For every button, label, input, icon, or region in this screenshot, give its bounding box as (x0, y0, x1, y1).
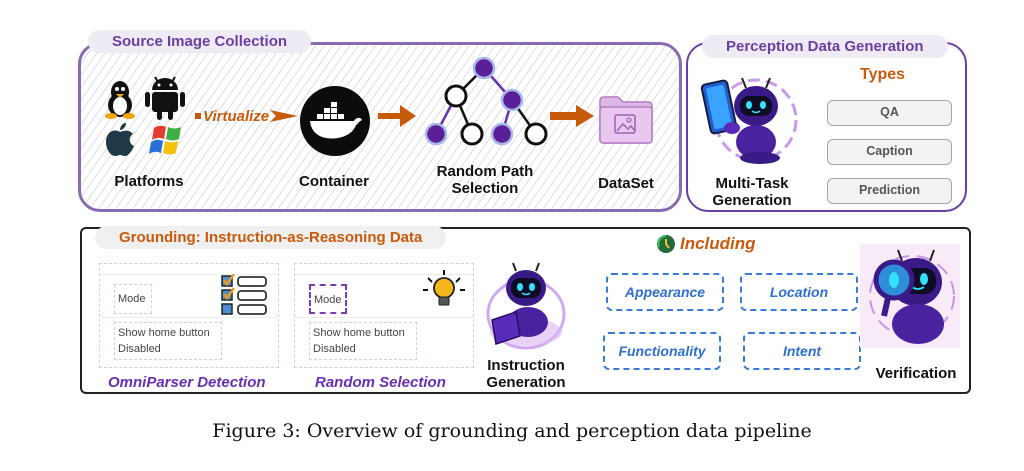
multi-task-label-line2: Generation (712, 192, 792, 209)
robot-laptop-icon (486, 262, 566, 350)
show-home-box: Show home button Disabled (309, 322, 417, 360)
divider (295, 274, 473, 275)
android-icon (145, 76, 185, 120)
instruction-label-line2: Generation (486, 374, 566, 391)
multi-task-generation-label: Multi-Task Generation (708, 175, 796, 209)
linux-icon (105, 81, 135, 119)
dataset-folder-icon (599, 96, 653, 144)
clock-icon (657, 235, 675, 253)
random-selection-label: Random Selection (315, 374, 446, 391)
types-heading: Types (860, 66, 906, 83)
arrow-right-icon (270, 110, 298, 122)
disabled-text: Disabled (118, 343, 161, 355)
figure-caption: Figure 3: Overview of grounding and perc… (212, 420, 812, 442)
category-location: Location (740, 273, 858, 311)
platform-icons (105, 76, 185, 156)
random-path-selection-label: Random Path Selection (425, 163, 545, 197)
category-intent: Intent (743, 332, 861, 370)
divider (100, 317, 278, 318)
docker-container-icon (300, 86, 370, 156)
random-path-label-line1: Random Path (436, 163, 534, 180)
random-path-tree-icon (424, 56, 548, 146)
omniparser-detection-label: OmniParser Detection (108, 374, 266, 391)
perception-data-generation-title: Perception Data Generation (702, 35, 948, 58)
dataset-label: DataSet (598, 175, 654, 192)
disabled-text: Disabled (313, 343, 356, 355)
type-prediction: Prediction (827, 178, 952, 204)
type-qa: QA (827, 100, 952, 126)
lightbulb-icon (423, 270, 465, 306)
apple-icon (106, 123, 134, 156)
virtualize-arrow-tail (195, 113, 201, 119)
category-appearance: Appearance (606, 273, 724, 311)
mode-box-selected: Mode (309, 284, 347, 314)
show-home-box: Show home button Disabled (114, 322, 222, 360)
source-image-collection-title: Source Image Collection (88, 30, 312, 53)
divider (295, 317, 473, 318)
mode-box: Mode (114, 284, 152, 314)
show-home-text: Show home button (313, 327, 405, 339)
show-home-text: Show home button (118, 327, 210, 339)
instruction-label-line1: Instruction (487, 357, 565, 374)
virtualize-label: Virtualize (203, 108, 270, 125)
platforms-label: Platforms (114, 173, 184, 190)
windows-icon (149, 125, 181, 155)
robot-magnifier-icon (869, 249, 955, 344)
source-image-collection-panel (78, 42, 682, 212)
omniparser-detection-mock: Mode Show home button Disabled (99, 263, 279, 368)
including-label: Including (680, 234, 756, 253)
random-selection-mock: Mode Show home button Disabled (294, 263, 474, 368)
arrow-right-icon (550, 105, 594, 127)
verification-label: Verification (875, 365, 957, 382)
robot-tablet-icon (700, 77, 798, 164)
instruction-generation-label: Instruction Generation (480, 357, 572, 391)
category-functionality: Functionality (603, 332, 721, 370)
grounding-title: Grounding: Instruction-as-Reasoning Data (95, 226, 447, 249)
type-caption: Caption (827, 139, 952, 165)
container-label: Container (298, 173, 369, 190)
multi-task-label-line1: Multi-Task (715, 175, 789, 192)
divider (100, 274, 278, 275)
checklist-icon (221, 274, 267, 315)
arrow-right-icon (378, 105, 416, 127)
random-path-label-line2: Selection (451, 180, 519, 197)
